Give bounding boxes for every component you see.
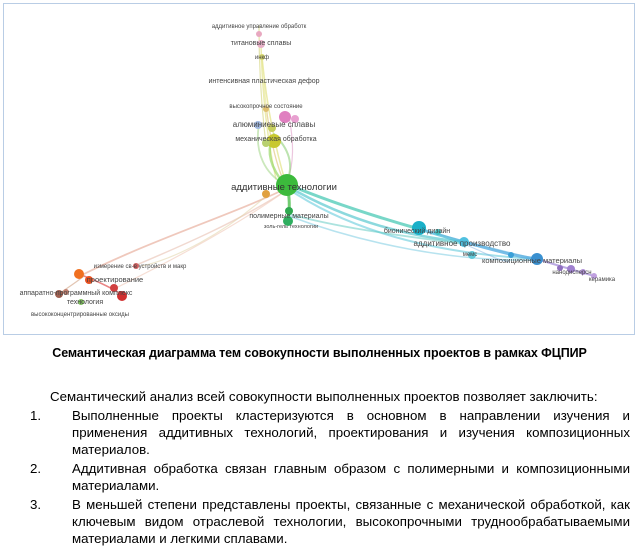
label-hardware-software-complex: аппаратно-программный комплекс bbox=[20, 289, 133, 297]
label-design: проектирование bbox=[87, 275, 143, 284]
list-item: 3. В меньшей степени представлены проекты… bbox=[30, 496, 630, 547]
list-item-number: 1. bbox=[30, 408, 42, 423]
intro-text: Семантический анализ всей совокупности в… bbox=[50, 389, 598, 404]
label-bionic-design: бионический дизайн bbox=[384, 227, 450, 235]
label-polymer-materials: полимерные материалы bbox=[249, 213, 328, 220]
label-ceramics: керамика bbox=[589, 277, 616, 283]
label-intensive-plastic-deformation: интенсивная пластическая дефор bbox=[208, 78, 319, 85]
semantic-map: аддитивное управление обработк титановые… bbox=[3, 3, 635, 335]
links bbox=[58, 25, 595, 297]
conclusions-list: 1. Выполненные проекты кластеризуются в о… bbox=[30, 407, 630, 547]
conclusions: Семантический анализ всей совокупности в… bbox=[30, 388, 630, 549]
label-mems: мемс bbox=[463, 252, 478, 258]
label-additive-production: аддитивное производство bbox=[414, 239, 511, 248]
label-additive-control: аддитивное управление обработк bbox=[212, 24, 307, 30]
list-item-number: 2. bbox=[30, 461, 42, 476]
label-mechanical-processing: механическая обработка bbox=[235, 135, 316, 143]
label-titanium-alloys: титановые сплавы bbox=[231, 40, 292, 47]
label-high-concentration-oxides: высококонцентрированные оксиды bbox=[31, 312, 129, 318]
figure-caption: Семантическая диаграмма тем совокупности… bbox=[52, 346, 587, 360]
label-high-strength-state: высокопрочное состояние bbox=[229, 104, 303, 110]
list-item: 2. Аддитивная обработка связан главным об… bbox=[30, 460, 630, 494]
label-additive-technologies: аддитивные технологии bbox=[231, 182, 337, 193]
label-inkf: инкф bbox=[255, 55, 269, 61]
label-composite-materials: композиционные материалы bbox=[482, 256, 582, 265]
list-item-text: Аддитивная обработка связан главным обра… bbox=[72, 461, 630, 493]
list-item-text: В меньшей степени представлены проекты, … bbox=[72, 497, 630, 546]
list-item-text: Выполненные проекты кластеризуются в осн… bbox=[72, 408, 630, 457]
label-nanodispersity: нанодисперсн bbox=[552, 270, 591, 276]
list-item-number: 3. bbox=[30, 497, 42, 512]
label-technology: технология bbox=[67, 299, 103, 306]
label-sol-gel-technology: золь-гель технологии bbox=[264, 224, 318, 230]
nodes bbox=[55, 31, 597, 305]
node-labels: аддитивное управление обработк титановые… bbox=[20, 24, 616, 318]
list-item: 1. Выполненные проекты кластеризуются в о… bbox=[30, 407, 630, 458]
label-device-measurement: измерение св-в устройств и макр bbox=[94, 263, 187, 270]
semantic-map-canvas: аддитивное управление обработк титановые… bbox=[20, 24, 616, 318]
label-aluminum-alloys: алюминиевые сплавы bbox=[233, 120, 316, 129]
